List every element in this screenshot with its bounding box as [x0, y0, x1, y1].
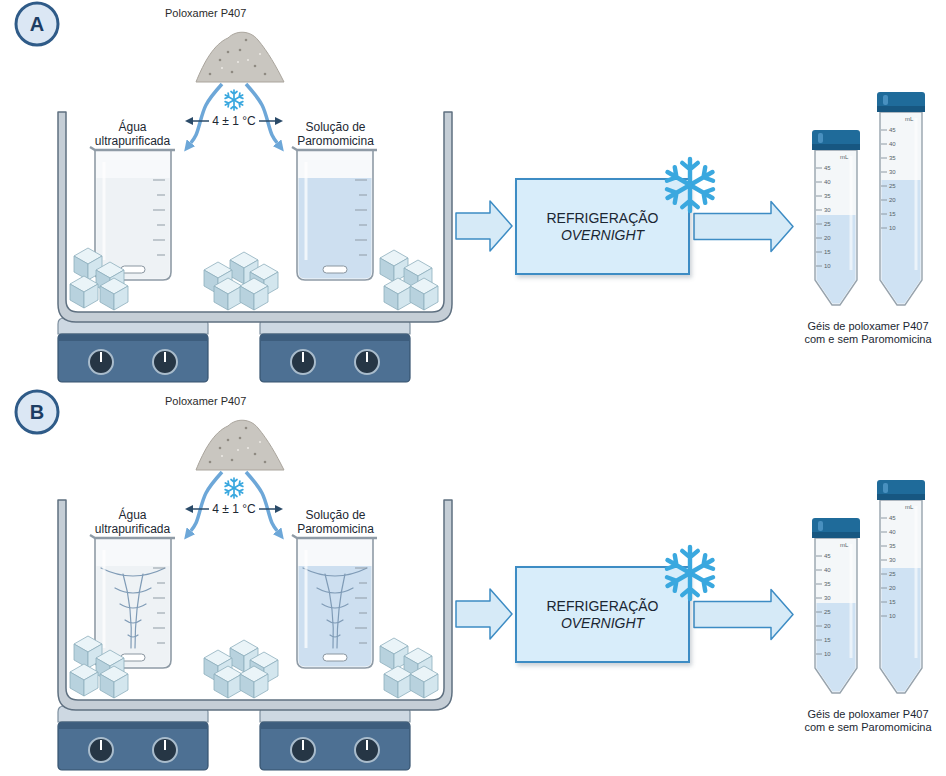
scale-mark: 20: [824, 623, 831, 629]
scale-mark: 20: [824, 235, 831, 241]
scale-mark: mL: [905, 116, 913, 122]
snowflake-icon: [664, 159, 717, 211]
process-arrow: [694, 590, 793, 640]
scale-mark: 25: [889, 183, 896, 189]
process-arrow: [694, 202, 793, 252]
refrigeration-box-text: REFRIGERAÇÃO: [546, 210, 658, 227]
beaker-text: Solução de Paromomicina: [290, 508, 382, 537]
refrigeration-box-text: OVERNIGHT: [561, 615, 644, 632]
scale-mark: mL: [840, 542, 848, 548]
refrigeration-box: REFRIGERAÇÃOOVERNIGHT: [515, 178, 690, 275]
scale-mark: 20: [889, 585, 896, 591]
tube-group: Géis de poloxamer P407 com e sem Paromom…: [797, 476, 939, 736]
circle-outline: [16, 391, 58, 433]
snowflake-icon: [664, 547, 717, 599]
scale-mark: mL: [840, 154, 848, 160]
beaker: Água ultrapurificada: [80, 506, 185, 670]
scale-mark: mL: [905, 504, 913, 510]
beaker: Água ultrapurificada: [80, 118, 185, 282]
scale-mark: 30: [824, 207, 831, 213]
snowflake-icon: [660, 155, 720, 215]
powder-pile: Poloxamer P407: [160, 4, 285, 84]
tube-group-text: Géis de poloxamer P407 com e sem Paromom…: [801, 708, 935, 734]
refrigeration-box: REFRIGERAÇÃOOVERNIGHT: [515, 566, 690, 663]
scale-mark: 35: [889, 543, 896, 549]
scale-mark: 30: [824, 595, 831, 601]
refrigeration-box-text: REFRIGERAÇÃO: [546, 598, 658, 615]
beaker-text: Água ultrapurificada: [87, 120, 179, 149]
beaker: Solução de Paromomicina: [283, 118, 388, 282]
ice-cubes: [70, 248, 438, 310]
scale-mark: 10: [889, 613, 896, 619]
scale-mark: 25: [824, 221, 831, 227]
refrigeration-box-text: OVERNIGHT: [561, 227, 644, 244]
tube-group: Géis de poloxamer P407 com e sem Paromom…: [797, 88, 939, 348]
connectors: [191, 84, 793, 640]
scale-mark: 45: [824, 553, 831, 559]
ice-cubes: [70, 636, 438, 698]
powder-pile-text: Poloxamer P407: [165, 7, 246, 20]
beaker: Solução de Paromomicina: [283, 506, 388, 670]
temperature-label: 4 ± 1 °C: [209, 114, 258, 128]
scale-mark: 15: [824, 637, 831, 643]
scale-mark: 40: [889, 141, 896, 147]
scale-mark: 45: [824, 165, 831, 171]
scale-mark: 45: [889, 515, 896, 521]
panel-letter-text: A: [30, 12, 44, 36]
panel-b-illustration: [58, 420, 925, 770]
scale-mark: 15: [889, 211, 896, 217]
scale-mark: 10: [889, 225, 896, 231]
powder-pile-text: Poloxamer P407: [165, 395, 246, 408]
scale-mark: 20: [889, 197, 896, 203]
scale-mark: 10: [824, 651, 831, 657]
beaker-text: Água ultrapurificada: [87, 508, 179, 537]
panel-letter: B: [14, 389, 60, 435]
panel-a-illustration: [58, 32, 925, 382]
scale-mark: 35: [824, 581, 831, 587]
scale-mark: 15: [889, 599, 896, 605]
snowflake-icon: [660, 543, 720, 603]
scale-mark: 10: [824, 263, 831, 269]
scale-mark: 15: [824, 249, 831, 255]
scale-mark: 35: [889, 155, 896, 161]
scale-mark: 35: [824, 193, 831, 199]
circle-outline: [16, 3, 58, 45]
scale-mark: 40: [824, 567, 831, 573]
scale-mark: 30: [889, 557, 896, 563]
scale-mark: 25: [824, 609, 831, 615]
beaker-text: Solução de Paromomicina: [290, 120, 382, 149]
scale-mark: 25: [889, 571, 896, 577]
temperature-label: 4 ± 1 °C: [209, 502, 258, 516]
scale-mark: 40: [889, 529, 896, 535]
scale-mark: 40: [824, 179, 831, 185]
scale-mark: 30: [889, 169, 896, 175]
powder-pile: Poloxamer P407: [160, 392, 285, 472]
scale-mark: 45: [889, 127, 896, 133]
tube-group-text: Géis de poloxamer P407 com e sem Paromom…: [801, 320, 935, 346]
panel-letter-text: B: [30, 400, 44, 424]
panel-letter: A: [14, 1, 60, 47]
